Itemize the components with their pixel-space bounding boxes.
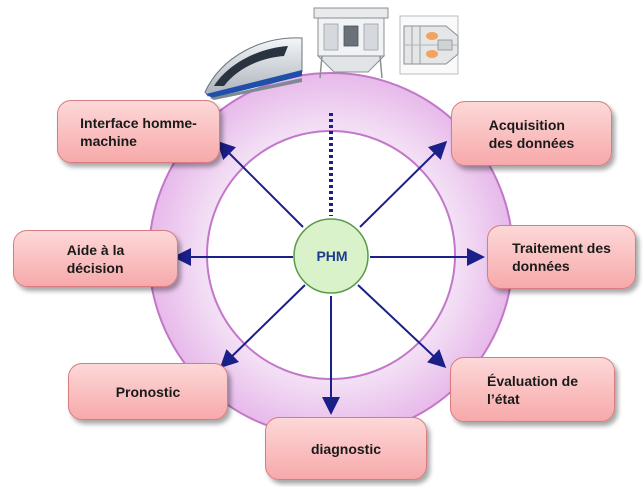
node-acquisition-line2: des données xyxy=(488,134,575,151)
arrows xyxy=(173,140,485,415)
node-pronostic-line1: Pronostic xyxy=(115,383,181,400)
node-acquisition-text: Acquisition des données xyxy=(489,116,575,152)
node-diagnostic-text: diagnostic xyxy=(311,440,381,458)
node-evaluation-line1: Évaluation de xyxy=(486,372,579,389)
arrow-to-acquisition xyxy=(359,140,448,228)
high-speed-train-icon xyxy=(204,37,303,100)
arrow-to-interface xyxy=(216,140,304,228)
node-pronostic-text: Pronostic xyxy=(116,383,181,401)
node-diagnostic: diagnostic xyxy=(265,417,427,480)
node-interface-line1: Interface homme- xyxy=(80,114,197,131)
node-interface-homme-machine: Interface homme- machine xyxy=(57,100,220,163)
node-interface-line2: machine xyxy=(80,132,137,149)
node-acquisition-line1: Acquisition xyxy=(488,116,565,133)
node-diagnostic-line1: diagnostic xyxy=(310,440,381,457)
node-acquisition-donnees: Acquisition des données xyxy=(451,101,612,166)
jet-engine-icon xyxy=(399,15,459,75)
node-traitement-line1: Traitement des xyxy=(512,240,611,256)
node-aide-line2: décision xyxy=(66,259,124,276)
center-circle xyxy=(293,218,369,294)
node-evaluation-text: Évaluation de l’état xyxy=(487,372,578,408)
node-traitement-line2: données xyxy=(512,258,570,274)
node-aide-decision: Aide à la décision xyxy=(13,230,178,287)
node-traitement-donnees: Traitement des données xyxy=(487,225,636,289)
node-evaluation-line2: l’état xyxy=(486,390,520,407)
node-interface-text: Interface homme- machine xyxy=(80,114,197,150)
arrow-to-evaluation xyxy=(357,284,447,369)
node-traitement-text: Traitement des données xyxy=(512,239,611,275)
node-evaluation-etat: Évaluation de l’état xyxy=(450,357,615,422)
industrial-machine-icon xyxy=(313,7,389,79)
node-aide-line1: Aide à la xyxy=(66,241,125,258)
phm-center-label: PHM xyxy=(316,248,348,264)
node-pronostic: Pronostic xyxy=(68,363,228,420)
node-aide-text: Aide à la décision xyxy=(67,241,125,277)
arrow-to-pronostic xyxy=(219,284,306,369)
